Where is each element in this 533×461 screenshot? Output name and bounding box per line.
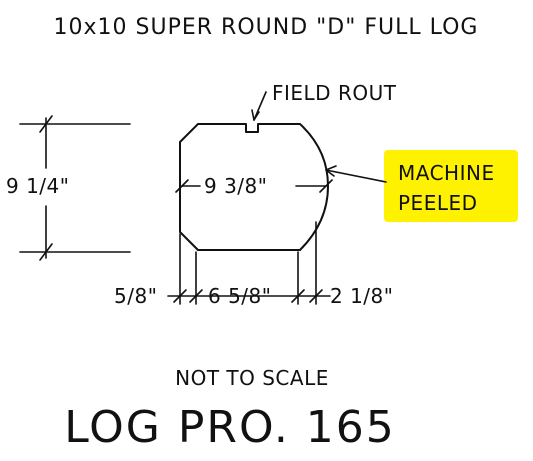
machine-label: MACHINE [398, 161, 495, 185]
bottom-left-dimension-label: 5/8" [114, 284, 157, 308]
machine-peeled-leader [325, 169, 387, 183]
bottom-middle-dimension-label: 6 5/8" [208, 284, 271, 308]
product-code: LOG PRO. 165 [64, 402, 396, 453]
scale-note: NOT TO SCALE [175, 366, 329, 390]
width-tick-marks [175, 179, 333, 193]
machine-peeled-arrowhead [325, 165, 337, 177]
field-rout-label: FIELD ROUT [272, 81, 397, 105]
height-tick-marks [39, 115, 53, 261]
width-dimension-label: 9 3/8" [204, 174, 267, 198]
field-rout-arrowhead [251, 109, 260, 121]
bottom-tick-marks [173, 289, 323, 303]
log-profile-outline [179, 123, 329, 251]
peeled-label: PEELED [398, 191, 478, 215]
diagram-title: 10x10 SUPER ROUND "D" FULL LOG [54, 15, 479, 40]
machine-peeled-highlight [384, 150, 518, 222]
height-dimension-label: 9 1/4" [6, 174, 69, 198]
bottom-right-dimension-label: 2 1/8" [330, 284, 393, 308]
